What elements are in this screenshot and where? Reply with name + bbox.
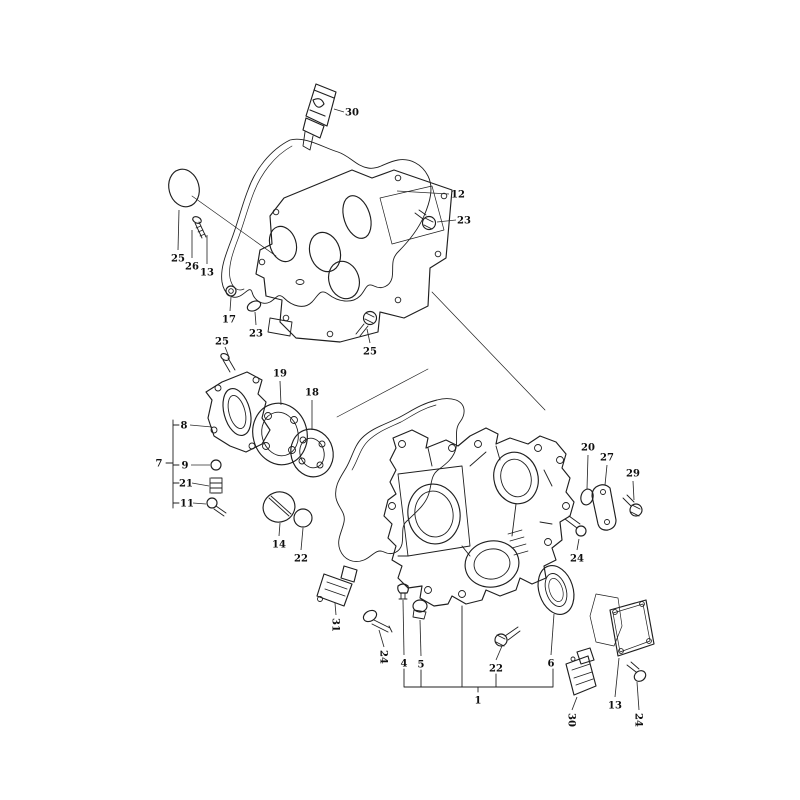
callout-number-9: 9 bbox=[182, 461, 189, 472]
part-side-cover-gasket bbox=[589, 593, 623, 647]
callout-number-13: 13 bbox=[200, 268, 214, 279]
part-stud-25-pump bbox=[220, 352, 236, 373]
callout-number-19: 19 bbox=[273, 369, 287, 380]
callout-number-25: 25 bbox=[363, 347, 377, 358]
part-small-cover-27 bbox=[591, 484, 617, 531]
leader-line-4 bbox=[402, 599, 405, 656]
callout-number-1: 1 bbox=[475, 696, 482, 707]
part-bolt-25-mid bbox=[355, 310, 378, 337]
callout-number-25: 25 bbox=[215, 337, 229, 348]
callout-number-29: 29 bbox=[626, 469, 640, 480]
callout-number-11: 11 bbox=[180, 499, 194, 510]
callout-number-4: 4 bbox=[401, 659, 408, 670]
callout-layer: 3012232526131723252519187892111142220272… bbox=[156, 108, 644, 727]
leader-line-23 bbox=[254, 311, 257, 326]
callout-number-23: 23 bbox=[249, 329, 263, 340]
callout-number-24: 24 bbox=[570, 554, 584, 565]
part-bolt-24-right bbox=[564, 515, 587, 537]
leader-line-29 bbox=[632, 480, 635, 501]
part-relief-valve-group bbox=[206, 459, 227, 517]
leader-line-6 bbox=[550, 613, 555, 656]
callout-number-26: 26 bbox=[185, 262, 199, 273]
leader-line-14 bbox=[278, 522, 281, 537]
callout-number-31: 31 bbox=[330, 618, 341, 632]
leader-line-22 bbox=[300, 527, 304, 551]
leader-line-30 bbox=[333, 108, 345, 113]
leader-line-25 bbox=[224, 346, 230, 358]
part-plug-ellipse bbox=[168, 168, 200, 208]
leader-line-20 bbox=[586, 454, 589, 490]
leader-line-21 bbox=[191, 482, 210, 487]
part-sealant-tube-bottom-right bbox=[565, 647, 597, 696]
part-plug-4 bbox=[397, 583, 409, 600]
part-bolt-24-bottom-left bbox=[362, 609, 393, 633]
callout-number-25: 25 bbox=[171, 254, 185, 265]
assembly-lines bbox=[191, 195, 546, 418]
callout-number-5: 5 bbox=[418, 660, 425, 671]
callout-number-24: 24 bbox=[378, 650, 389, 664]
callout-number-7: 7 bbox=[156, 459, 163, 470]
leader-line-23 bbox=[436, 219, 457, 223]
callout-number-23: 23 bbox=[457, 216, 471, 227]
part-bolt-29 bbox=[622, 494, 643, 517]
callout-number-24: 24 bbox=[633, 713, 644, 727]
leader-line-25 bbox=[177, 209, 180, 251]
part-oring-17 bbox=[225, 285, 237, 297]
leader-line-19 bbox=[279, 380, 282, 406]
leader-line-8 bbox=[189, 424, 213, 428]
callout-number-12: 12 bbox=[451, 190, 465, 201]
leader-line-24 bbox=[378, 629, 385, 648]
part-bolt-24-bottom-right bbox=[626, 661, 647, 682]
callout-number-8: 8 bbox=[181, 421, 188, 432]
callout-number-20: 20 bbox=[581, 443, 595, 454]
callout-number-17: 17 bbox=[222, 315, 236, 326]
leader-line-25 bbox=[366, 328, 371, 344]
part-bolt-22-long bbox=[494, 626, 521, 647]
part-gear-case bbox=[383, 427, 575, 607]
leader-line-22 bbox=[495, 645, 503, 661]
part-outer-rotor bbox=[252, 402, 308, 466]
callout-number-13: 13 bbox=[608, 701, 622, 712]
leader-line-13 bbox=[614, 657, 620, 698]
bracket-group-1 bbox=[403, 605, 554, 693]
callout-number-27: 27 bbox=[600, 453, 614, 464]
callout-number-6: 6 bbox=[548, 659, 555, 670]
leader-line-30 bbox=[571, 696, 578, 711]
part-bolt-23-right bbox=[414, 209, 437, 231]
part-oval-plug-23 bbox=[246, 300, 262, 312]
part-side-cover-plate bbox=[609, 599, 655, 657]
part-ball-22 bbox=[293, 508, 313, 528]
part-sealant-tube-bottom-left bbox=[316, 565, 358, 607]
callout-number-14: 14 bbox=[272, 540, 286, 551]
callout-number-18: 18 bbox=[305, 388, 319, 399]
callout-number-30: 30 bbox=[566, 713, 577, 727]
callout-number-30: 30 bbox=[345, 108, 359, 119]
part-sealant-tube-top bbox=[302, 83, 337, 151]
leader-line-24 bbox=[636, 681, 640, 711]
part-inner-rotor bbox=[290, 428, 334, 478]
callout-number-22: 22 bbox=[294, 554, 308, 565]
leader-line-17 bbox=[229, 296, 232, 312]
part-plug-5 bbox=[412, 599, 428, 620]
bracket-group-7 bbox=[165, 419, 180, 509]
part-cover-gasket-top bbox=[221, 138, 432, 307]
callout-number-22: 22 bbox=[489, 664, 503, 675]
leader-line-31 bbox=[334, 602, 337, 616]
callout-number-21: 21 bbox=[179, 479, 193, 490]
leader-line-5 bbox=[419, 619, 422, 657]
part-oil-seal bbox=[537, 565, 575, 615]
leader-line-12 bbox=[396, 190, 450, 195]
part-oil-pump-body bbox=[205, 371, 271, 453]
part-case-gasket bbox=[335, 398, 465, 562]
part-backplate bbox=[255, 169, 453, 343]
leader-line-27 bbox=[604, 464, 608, 486]
part-stud-bolt-26 bbox=[192, 216, 207, 239]
part-pump-cover-disc bbox=[262, 491, 296, 523]
leader-line-24 bbox=[576, 538, 580, 551]
leader-line-11 bbox=[192, 502, 207, 505]
